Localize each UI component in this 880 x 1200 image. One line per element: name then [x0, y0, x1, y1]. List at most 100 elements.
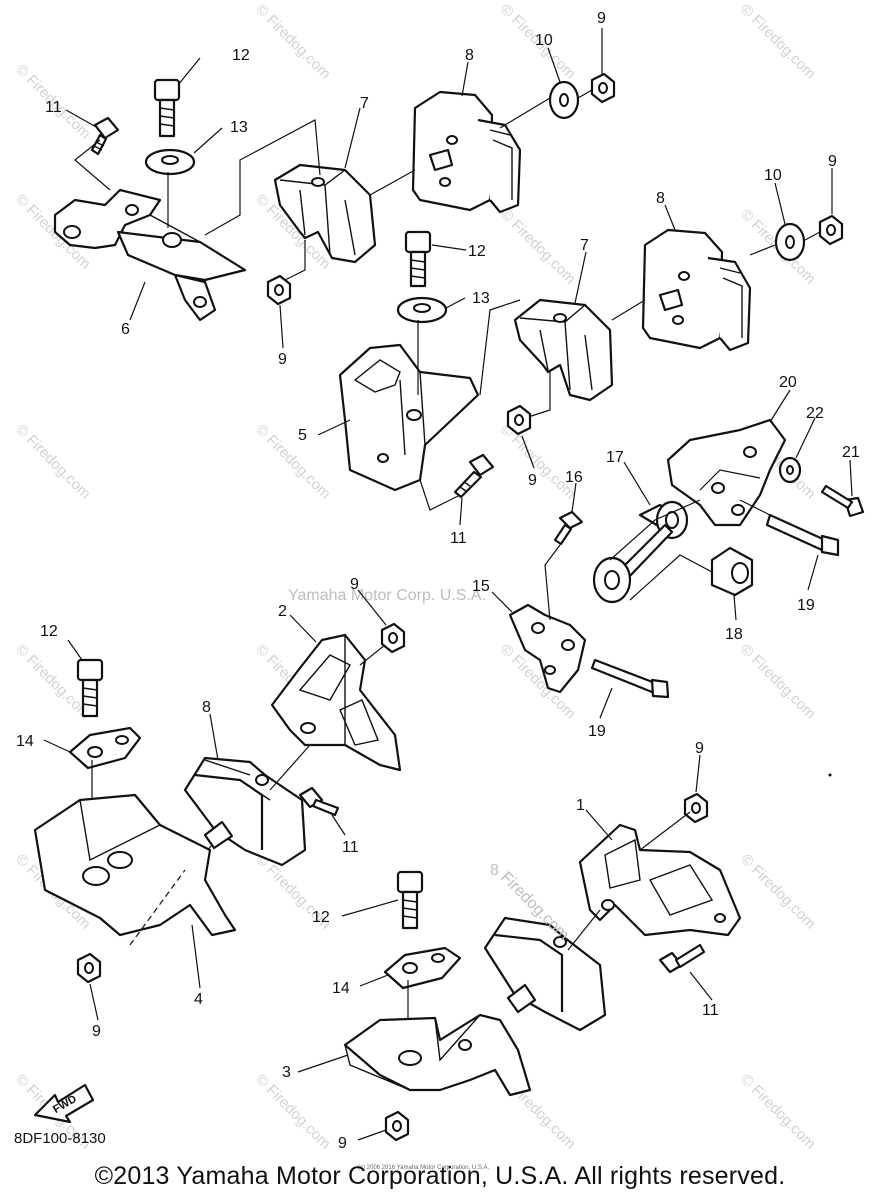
callout-label: 22: [806, 405, 824, 422]
callout-label: 8: [202, 699, 211, 716]
callout-label: 12: [468, 243, 486, 260]
nut-icon: [506, 404, 532, 436]
washer-icon: [396, 296, 448, 324]
callout-label: 11: [450, 530, 467, 547]
watermark-text: © Firedog.com: [497, 206, 579, 288]
callout-label: 17: [606, 449, 624, 466]
part-6-bracket: [53, 188, 247, 322]
nut-icon: [384, 1110, 410, 1142]
watermark-text: © Firedog.com: [737, 1, 819, 83]
nut-icon: [380, 622, 406, 654]
watermark-text: © Firedog.com: [737, 641, 819, 723]
part-20-plate: [666, 418, 787, 527]
bolt-icon: [765, 513, 840, 557]
callout-label: 1: [576, 797, 585, 814]
callout-label: 9: [338, 1135, 347, 1152]
part-8-rubber-mount: [641, 228, 752, 352]
watermark-text: © Firedog.com: [737, 1071, 819, 1153]
callout-label: 8: [656, 190, 665, 207]
callout-label: 9: [597, 10, 606, 27]
callout-label: 9: [278, 351, 287, 368]
part-17-link-rod: [592, 500, 689, 604]
washer-icon: [548, 80, 580, 120]
washer-icon: [144, 148, 196, 176]
part-7-mount-plate: [513, 298, 614, 402]
callout-label: 10: [535, 32, 553, 49]
nut-icon: [590, 72, 616, 104]
fine-print: (c) 2006 2016 Yamaha Motor Corporation, …: [358, 1165, 490, 1171]
callout-label: 9: [92, 1023, 101, 1040]
nut-icon: [683, 792, 709, 824]
callout-label: 20: [779, 374, 797, 391]
bolt-icon: [658, 943, 706, 974]
callout-label: 9: [350, 576, 359, 593]
callout-label: 19: [588, 723, 606, 740]
callout-label: 12: [312, 909, 330, 926]
callout-label: 16: [565, 469, 583, 486]
part-3-base-bracket: [343, 1013, 532, 1097]
callout-label: 10: [764, 167, 782, 184]
nut-icon: [266, 274, 292, 306]
callout-label: 12: [40, 623, 58, 640]
part-14-plate: [68, 726, 142, 770]
part-7-mount-plate: [273, 163, 377, 264]
bolt-icon: [404, 230, 432, 288]
callout-label: 13: [230, 119, 248, 136]
callout-label: 21: [842, 444, 860, 461]
watermark-text: © Firedog.com: [12, 641, 94, 723]
part-4-base-bracket: [33, 793, 237, 946]
callout-label: 18: [725, 626, 743, 643]
callout-label: 3: [282, 1064, 291, 1081]
callout-label: 4: [194, 991, 203, 1008]
washer-icon: [778, 456, 802, 484]
callout-label: 14: [332, 980, 350, 997]
callout-label: 2: [278, 603, 287, 620]
part8-watermark-number: 8: [490, 862, 499, 879]
callout-label: 9: [828, 153, 837, 170]
part-8-rubber-mount: [483, 916, 607, 1032]
part-14-plate: [383, 946, 462, 990]
part-2-bracket: [270, 633, 402, 772]
callout-label: 9: [528, 472, 537, 489]
watermark-text: © Firedog.com: [737, 851, 819, 933]
callout-label: 7: [580, 237, 589, 254]
callout-label: 11: [702, 1002, 719, 1019]
bolt-icon: [396, 870, 424, 930]
bolt-icon: [553, 510, 584, 546]
part-5-bracket: [338, 343, 480, 492]
bolt-icon: [590, 658, 670, 699]
watermark-text: © Firedog.com: [252, 1, 334, 83]
drawing-code: 8DF100-8130: [14, 1130, 106, 1147]
callout-label: 11: [45, 99, 62, 116]
watermark-text: © Firedog.com: [497, 421, 579, 503]
callout-label: 12: [232, 47, 250, 64]
bolt-icon: [90, 116, 120, 156]
callout-label: 5: [298, 427, 307, 444]
callout-label: 14: [16, 733, 34, 750]
bolt-icon: [76, 658, 104, 718]
part-8-rubber-mount: [411, 90, 522, 214]
part-1-bracket: [578, 823, 742, 937]
bolt-icon: [298, 786, 340, 817]
callout-numbers: 12 11 13 7 8 10 9 6 9 10 9 8 7 12 13 5 9…: [16, 10, 860, 1152]
callout-label: 8: [465, 47, 474, 64]
part-15-bracket: [508, 603, 587, 694]
callout-label: 13: [472, 290, 490, 307]
center-watermark: Yamaha Motor Corp. U.S.A.: [288, 587, 486, 604]
bolt-icon: [153, 78, 181, 138]
stray-dot: [828, 773, 832, 777]
callout-label: 11: [342, 839, 359, 856]
part-18-bushing: [710, 546, 754, 597]
callout-label: 15: [472, 578, 490, 595]
nut-icon: [818, 214, 844, 246]
washer-icon: [774, 222, 806, 262]
bolt-icon: [820, 484, 865, 518]
watermark-text: © Firedog.com: [252, 1071, 334, 1153]
nut-icon: [76, 952, 102, 984]
callout-label: 19: [797, 597, 815, 614]
callout-leaders: [43, 28, 853, 1141]
copyright-notice: ©2013 Yamaha Motor Corporation, U.S.A. A…: [94, 1162, 786, 1190]
bolt-icon: [453, 453, 495, 499]
watermark-text: © Firedog.com: [12, 421, 94, 503]
